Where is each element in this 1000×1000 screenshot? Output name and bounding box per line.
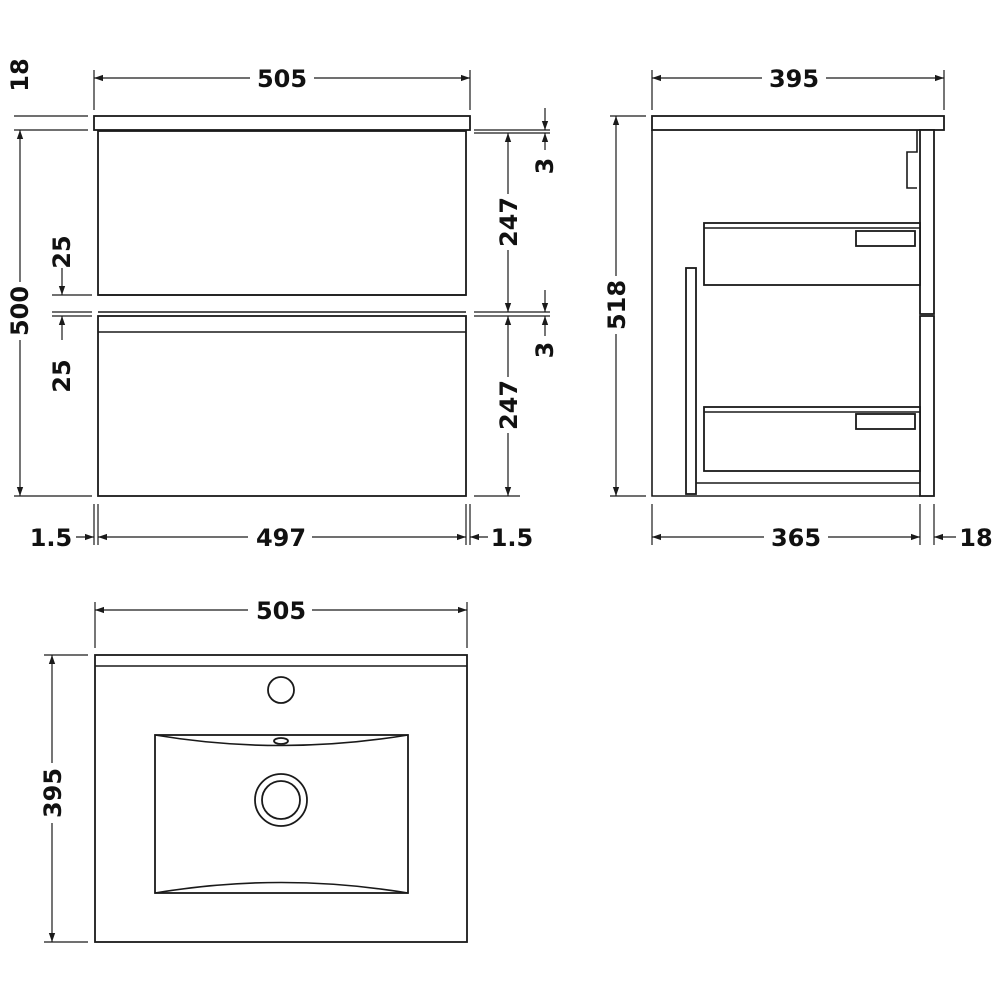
front-view: 505 18 500 25 25 3 247 3 [5,58,559,552]
dim-drawer-height-bottom: 247 [495,380,523,430]
dim-side-right: 1.5 [491,524,534,552]
dim-drawer-gap-top: 3 [531,158,559,175]
front-worktop [93,115,471,131]
side-lower-runner [855,413,916,430]
dim-side-left: 1.5 [30,524,73,552]
dim-top-width: 505 [256,597,306,625]
dim-drawer-gap-bottom: 3 [531,342,559,359]
front-lower-drawer [97,315,467,497]
side-door-upper [919,129,935,315]
front-upper-drawer [97,130,467,296]
side-door-lower [919,315,935,497]
dim-front-height: 500 [6,286,34,336]
dim-carcass-depth: 365 [771,524,821,552]
side-worktop [651,115,945,131]
top-view: 505 395 [38,594,468,943]
dim-drawer-height-top: 247 [495,197,523,247]
waste-inner [261,780,301,820]
bowl-front-curve [154,881,409,894]
tap-hole [267,676,295,704]
side-upper-runner [855,230,916,247]
dim-handle-gap-top: 25 [48,235,76,268]
side-carcass [651,130,920,497]
side-view: 395 518 365 18 [602,62,993,552]
dim-handle-gap-bottom: 25 [48,359,76,392]
dim-door-thickness: 18 [959,524,992,552]
bowl-back-curve [154,734,409,747]
dim-inner-width: 497 [256,524,306,552]
dim-side-height: 518 [603,280,631,330]
dim-side-depth: 395 [769,65,819,93]
dim-top-depth: 395 [39,768,67,818]
side-back-panel [685,267,697,495]
dim-worktop-thickness: 18 [6,58,34,91]
side-bracket [906,130,918,189]
dim-front-width: 505 [257,65,307,93]
overflow-slot [273,737,289,745]
